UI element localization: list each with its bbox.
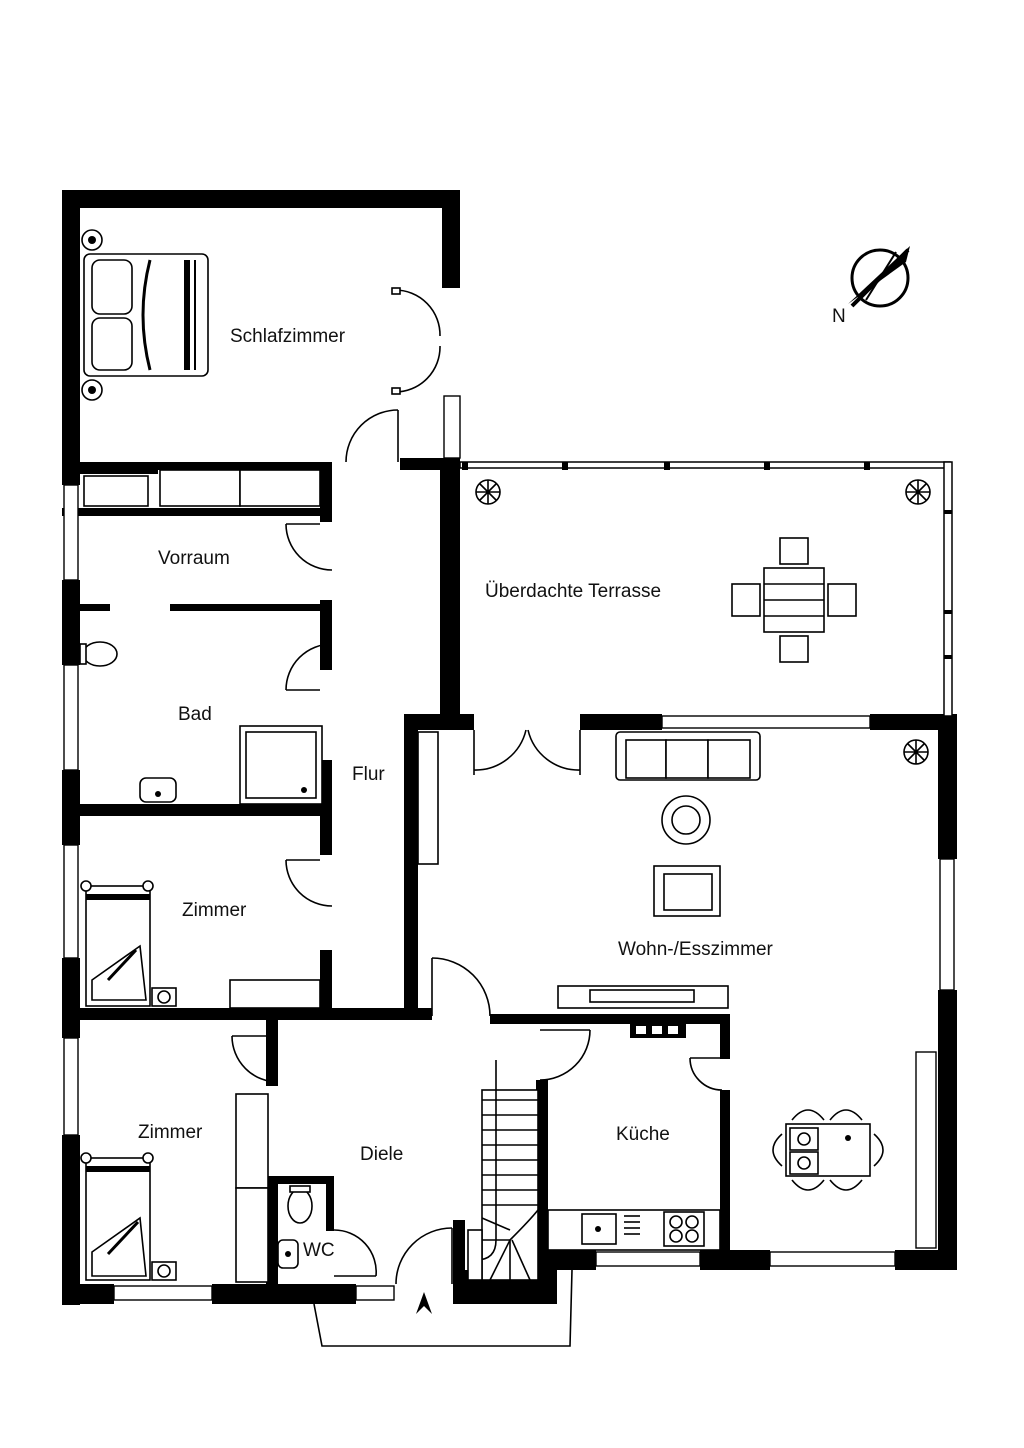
wc-toilet-icon [287, 1185, 313, 1224]
wardrobe-icon [83, 469, 321, 507]
north-arrow-icon [848, 246, 910, 308]
plant-icon-3 [903, 739, 929, 765]
room-label-wohnen: Wohn-/Esszimmer [618, 939, 774, 960]
entrance-arrow-icon [416, 1292, 432, 1314]
room-label-terrasse: Überdachte Terrasse [485, 581, 661, 602]
terrace-table-icon [731, 537, 857, 663]
nightstand-icon-2 [151, 1261, 177, 1281]
room-label-schlafzimmer: Schlafzimmer [230, 326, 346, 347]
room-label-flur: Flur [352, 764, 385, 785]
entrance-step [313, 1269, 573, 1347]
fireplace-icon [630, 1022, 686, 1038]
room-label-zimmer-1: Zimmer [182, 900, 247, 921]
room-label-kueche: Küche [616, 1124, 670, 1145]
coffee-table-icon [661, 795, 711, 845]
sideboard-icon [557, 985, 729, 1009]
armchair-icon [653, 865, 721, 917]
staircase [467, 1060, 539, 1281]
shower-icon [239, 725, 323, 805]
single-bed-icon-2 [80, 1152, 154, 1281]
wc-sink-icon [277, 1239, 299, 1269]
sofa-icon [615, 731, 761, 781]
plant-icon-2 [905, 479, 931, 505]
nightstand-icon [151, 987, 177, 1007]
plant-icon [475, 479, 501, 505]
desk-icon [229, 979, 321, 1009]
room-label-bad: Bad [178, 704, 212, 725]
room-label-diele: Diele [360, 1144, 403, 1165]
sink-icon [139, 777, 177, 803]
toilet-icon [79, 641, 118, 667]
double-bed-icon [81, 229, 209, 401]
shelf-icon [417, 731, 439, 865]
dining-table-icon [772, 1109, 884, 1191]
walls [62, 190, 957, 1305]
wardrobe-icon-2 [235, 1093, 269, 1283]
kitchen-counter-icon [547, 1209, 721, 1251]
terrace-frame [459, 461, 953, 717]
compass-label: N [832, 306, 846, 327]
windows [63, 395, 955, 1301]
room-label-vorraum: Vorraum [158, 548, 230, 569]
room-label-wc: WC [303, 1240, 335, 1261]
single-bed-icon [80, 880, 154, 1007]
room-label-zimmer-2: Zimmer [138, 1122, 203, 1143]
doors [231, 287, 723, 1285]
